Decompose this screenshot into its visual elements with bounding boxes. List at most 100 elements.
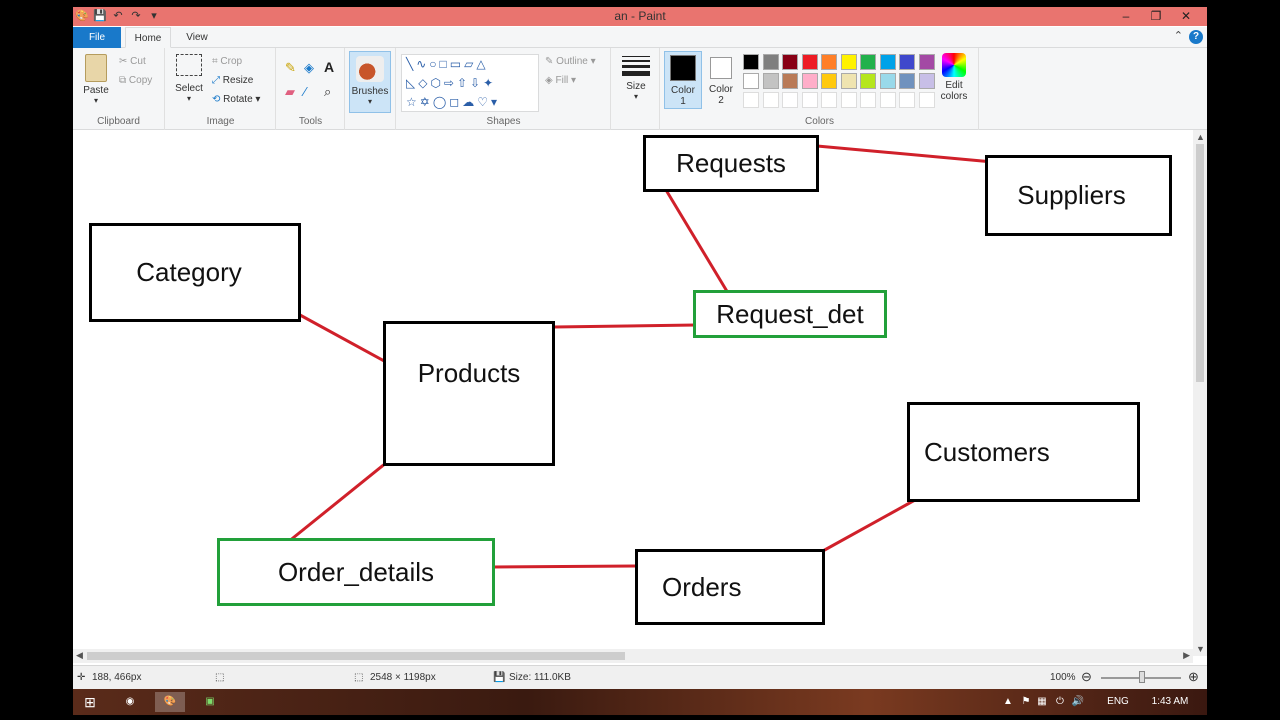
help-icon[interactable]: ? — [1189, 30, 1203, 44]
horizontal-scrollbar[interactable]: ◀ ▶ — [73, 649, 1193, 663]
color-swatch[interactable] — [743, 73, 759, 89]
entity-category[interactable]: Category — [89, 223, 301, 322]
tab-view[interactable]: View — [186, 32, 208, 43]
color-swatch[interactable] — [860, 92, 876, 108]
color-swatch[interactable] — [821, 92, 837, 108]
image-label: Image — [206, 116, 235, 127]
fill-button[interactable]: ◈ Fill ▾ — [545, 75, 577, 86]
color-swatch[interactable] — [918, 73, 935, 89]
undo-icon[interactable]: ↶ — [113, 10, 123, 22]
scroll-right-icon[interactable]: ▶ — [1183, 650, 1190, 660]
copy-button[interactable]: ⧉ Copy — [119, 75, 152, 86]
color-picker-icon[interactable]: ⁄ — [304, 84, 307, 99]
paste-icon — [85, 54, 107, 82]
start-button-icon[interactable]: ⊞ — [84, 694, 96, 710]
eraser-icon[interactable]: ▰ — [285, 84, 295, 99]
rotate-button[interactable]: ⟲ Rotate ▾ — [212, 94, 261, 105]
fill-bucket-icon[interactable]: ◈ — [304, 60, 314, 75]
close-button[interactable]: ✕ — [1180, 9, 1192, 23]
cut-button[interactable]: ✂ Cut — [119, 56, 146, 67]
size-button[interactable]: Size ▾ — [618, 56, 654, 101]
color-swatch[interactable] — [840, 73, 857, 89]
scroll-left-icon[interactable]: ◀ — [76, 650, 83, 660]
paste-button[interactable]: Paste ▾ — [81, 54, 111, 105]
entity-category-label: Category — [136, 257, 242, 287]
color-swatch[interactable] — [860, 73, 876, 89]
minimize-button[interactable]: – — [1122, 9, 1130, 23]
power-icon[interactable]: ⏻ — [1056, 696, 1064, 707]
color-swatch[interactable] — [762, 73, 779, 89]
tab-home[interactable]: Home — [125, 27, 171, 48]
entity-orders[interactable]: Orders — [635, 549, 825, 625]
zoom-slider-thumb[interactable] — [1139, 671, 1145, 683]
scroll-up-icon[interactable]: ▲ — [1196, 132, 1205, 142]
paint-window: 🎨 💾 ↶ ↷ ▾ an - Paint – ❐ ✕ File Home Vie… — [73, 7, 1207, 689]
color-swatch[interactable] — [821, 54, 837, 70]
resize-button[interactable]: ⤢ Resize — [212, 75, 253, 86]
save-icon[interactable]: 💾 — [93, 10, 107, 22]
network-icon[interactable]: ▦ — [1037, 696, 1047, 707]
entity-request-det[interactable]: Request_det — [693, 290, 887, 338]
magnifier-icon[interactable]: ⌕ — [324, 84, 332, 99]
color-swatch[interactable] — [840, 92, 857, 108]
entity-suppliers[interactable]: Suppliers — [985, 155, 1172, 236]
color-swatch[interactable] — [762, 54, 779, 70]
color-swatch[interactable] — [860, 54, 876, 70]
clock[interactable]: 1:43 AM — [1151, 696, 1189, 707]
entity-products[interactable]: Products — [383, 321, 555, 466]
zoom-out-icon[interactable]: ⊖ — [1081, 669, 1092, 684]
language-indicator[interactable]: ENG — [1107, 696, 1129, 707]
pencil-icon[interactable]: ✎ — [285, 60, 296, 75]
customize-qat-icon[interactable]: ▾ — [151, 10, 157, 22]
redo-icon[interactable]: ↷ — [131, 10, 141, 22]
text-tool-icon[interactable]: A — [324, 59, 335, 75]
brush-icon — [356, 56, 384, 82]
color-swatch[interactable] — [743, 54, 759, 70]
color-swatch[interactable] — [782, 54, 798, 70]
excel-taskbar-icon[interactable]: ▣ — [205, 696, 215, 707]
horizontal-scroll-thumb[interactable] — [87, 652, 625, 660]
color1-button[interactable]: Color 1 — [664, 51, 702, 109]
color-swatch[interactable] — [879, 73, 896, 89]
tray-arrow-icon[interactable]: ▲ — [1003, 696, 1013, 707]
shapes-gallery[interactable]: ╲∿○□▭▱△◺◇⬡⇨⇧⇩✦☆✡◯◻☁♡▾ — [401, 54, 539, 112]
color-swatch[interactable] — [801, 54, 818, 70]
color-swatch[interactable] — [879, 54, 896, 70]
paint-taskbar-icon[interactable]: 🎨 — [155, 692, 185, 712]
volume-icon[interactable]: 🔊 — [1071, 696, 1085, 707]
color-swatch[interactable] — [899, 73, 915, 89]
flag-icon[interactable]: ⚑ — [1021, 696, 1031, 707]
color-swatch[interactable] — [918, 92, 935, 108]
paint-app-icon[interactable]: 🎨 — [75, 10, 89, 22]
color-swatch[interactable] — [801, 92, 818, 108]
color-swatch[interactable] — [899, 54, 915, 70]
vertical-scrollbar[interactable]: ▲ ▼ — [1193, 130, 1207, 656]
color-swatch[interactable] — [918, 54, 935, 70]
color-swatch[interactable] — [782, 92, 798, 108]
crop-button[interactable]: ⌗ Crop — [212, 56, 242, 67]
maximize-button[interactable]: ❐ — [1150, 9, 1162, 23]
collapse-ribbon-icon[interactable]: ⌃ — [1173, 30, 1183, 42]
color-swatch[interactable] — [782, 73, 798, 89]
color2-button[interactable]: Color 2 — [704, 51, 738, 106]
zoom-in-icon[interactable]: ⊕ — [1188, 669, 1199, 684]
select-button[interactable]: Select ▾ — [172, 54, 206, 103]
tab-file[interactable]: File — [73, 27, 121, 48]
color-swatch[interactable] — [879, 92, 896, 108]
brushes-button[interactable]: Brushes ▾ — [349, 51, 391, 113]
color-swatch[interactable] — [821, 73, 837, 89]
chrome-taskbar-icon[interactable]: ◉ — [125, 696, 135, 707]
entity-order-details[interactable]: Order_details — [217, 538, 495, 606]
color-swatch[interactable] — [743, 92, 759, 108]
edit-colors-button[interactable]: Edit colors — [937, 53, 971, 102]
vertical-scroll-thumb[interactable] — [1196, 144, 1204, 382]
entity-requests[interactable]: Requests — [643, 135, 819, 192]
scroll-down-icon[interactable]: ▼ — [1196, 644, 1205, 654]
color-swatch[interactable] — [840, 54, 857, 70]
cut-label: Cut — [130, 56, 146, 67]
color-swatch[interactable] — [762, 92, 779, 108]
color-swatch[interactable] — [899, 92, 915, 108]
entity-customers[interactable]: Customers — [907, 402, 1140, 502]
color-swatch[interactable] — [801, 73, 818, 89]
outline-button[interactable]: ✎ Outline ▾ — [545, 56, 596, 67]
